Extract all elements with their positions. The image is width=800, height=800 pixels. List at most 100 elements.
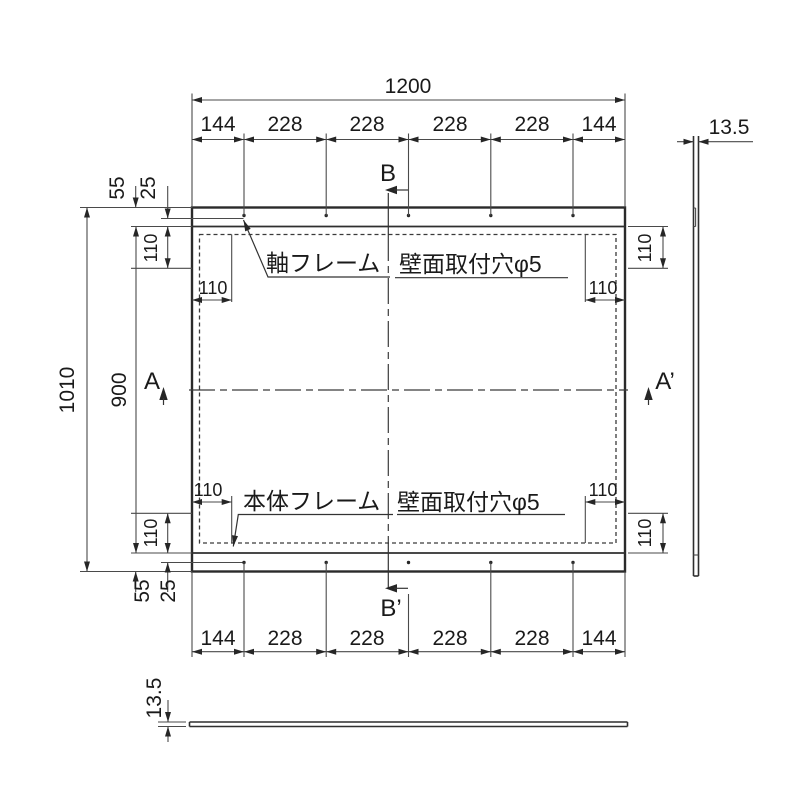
section-arrow-b-icon (385, 185, 397, 195)
dim-arrowhead-icon (221, 297, 232, 303)
label-axis-frame: 軸フレーム (266, 250, 380, 276)
leader-arrow-icon (232, 535, 238, 547)
bottom-view: 13.5 (143, 678, 629, 742)
dim-arrowhead-icon (326, 648, 337, 655)
dim-text: 110 (635, 234, 655, 263)
section-lines: A A’ B B’ (144, 160, 675, 622)
dim-text: 25 (157, 579, 180, 602)
dim-text-side-thickness: 13.5 (709, 116, 750, 139)
dim-arrowhead-icon (698, 138, 709, 145)
dim-arrowhead-icon (660, 258, 666, 269)
dim-arrowhead-icon (192, 136, 202, 143)
mount-hole-dot (406, 560, 411, 565)
side-view: 13.5 (677, 116, 753, 577)
dim-arrowhead-icon (164, 258, 171, 269)
dim-arrowhead-icon (316, 136, 327, 143)
dim-arrowhead-icon (573, 648, 583, 655)
dim-text: 110 (635, 519, 655, 548)
dim-text: 228 (349, 627, 384, 650)
dim-arrowhead-icon (408, 136, 419, 143)
section-arrow-a-icon (159, 387, 168, 400)
dim-arrowhead-icon (683, 138, 694, 145)
dim-arrowhead-icon (585, 499, 596, 505)
dim-arrowhead-icon (615, 136, 625, 143)
dim-arrowhead-icon (133, 226, 139, 237)
dim-text: 110 (199, 278, 228, 298)
dim-text: 144 (200, 627, 235, 650)
dim-arrowhead-icon (234, 648, 244, 655)
dim-arrowhead-icon (84, 561, 90, 572)
section-label-b-prime: B’ (380, 595, 401, 622)
dim-text: 25 (137, 176, 160, 199)
leader-arrow-icon (243, 220, 251, 232)
callout-labels: 軸フレーム 壁面取付穴φ5 本体フレーム 壁面取付穴φ5 (232, 219, 568, 547)
dim-text-total-width: 1200 (385, 75, 432, 98)
dim-text: 228 (432, 113, 467, 136)
dim-arrowhead-icon (563, 136, 573, 143)
dimension-arrowheads (84, 97, 709, 737)
dim-text: 110 (589, 480, 618, 500)
dim-arrowhead-icon (480, 136, 491, 143)
dim-text-bottom-thickness: 13.5 (143, 678, 166, 719)
dim-arrowhead-icon (244, 648, 254, 655)
dim-text: 144 (581, 113, 616, 136)
dim-arrowhead-icon (660, 226, 666, 237)
section-label-b: B (380, 160, 396, 187)
section-label-a-prime: A’ (655, 368, 675, 395)
dim-text: 144 (581, 627, 616, 650)
dim-arrowhead-icon (165, 712, 171, 722)
dim-arrowhead-icon (615, 97, 625, 103)
dim-arrowhead-icon (192, 297, 202, 303)
dim-arrowhead-icon (660, 513, 666, 524)
mount-hole-dots (242, 213, 575, 565)
dim-arrowhead-icon (164, 226, 171, 237)
dim-arrowhead-icon (615, 499, 625, 505)
dim-text-inner-height: 900 (108, 372, 131, 407)
dim-arrowhead-icon (615, 297, 625, 303)
dim-text: 110 (141, 234, 161, 263)
dim-arrowhead-icon (398, 136, 409, 143)
dim-arrowhead-icon (585, 297, 596, 303)
dim-arrowhead-icon (192, 648, 202, 655)
dim-text: 228 (267, 627, 302, 650)
dim-arrowhead-icon (316, 648, 327, 655)
dim-text: 110 (194, 480, 223, 500)
dim-text: 144 (200, 113, 235, 136)
dim-arrowhead-icon (615, 648, 625, 655)
dim-arrowhead-icon (133, 543, 139, 553)
dim-text: 228 (514, 627, 549, 650)
dim-arrowhead-icon (164, 543, 171, 553)
dim-arrowhead-icon (234, 136, 244, 143)
top-dimensions: 1200 144 228 228 228 228 144 (191, 75, 626, 216)
dim-arrowhead-icon (84, 207, 90, 218)
bottom-dimensions: 144 228 228 228 228 144 (191, 562, 626, 657)
dim-text: 228 (267, 113, 302, 136)
dim-arrowhead-icon (244, 136, 254, 143)
section-arrow-b-prime-icon (385, 584, 397, 593)
dim-text: 228 (432, 627, 467, 650)
label-body-frame: 本体フレーム (243, 488, 380, 514)
dim-arrowhead-icon (164, 208, 171, 219)
dim-arrowhead-icon (132, 571, 139, 582)
section-arrow-a-prime-icon (644, 387, 653, 400)
leader-axis-frame (242, 219, 390, 278)
dim-arrowhead-icon (563, 648, 573, 655)
dim-text: 110 (141, 519, 161, 548)
dim-arrowhead-icon (165, 726, 171, 737)
dim-arrowhead-icon (192, 97, 202, 103)
dim-text-overall-height: 1010 (56, 367, 79, 414)
dim-arrowhead-icon (221, 499, 232, 505)
label-wall-hole-bottom: 壁面取付穴φ5 (397, 489, 540, 515)
dim-text: 228 (349, 113, 384, 136)
dim-arrowhead-icon (480, 648, 491, 655)
dim-arrowhead-icon (326, 136, 337, 143)
dim-arrowhead-icon (573, 136, 583, 143)
board-area-dashed-outline (198, 233, 617, 544)
dim-arrowhead-icon (164, 562, 171, 573)
dim-arrowhead-icon (192, 499, 202, 505)
dim-text: 55 (131, 579, 154, 602)
section-label-a: A (144, 368, 160, 395)
dim-text: 55 (106, 176, 129, 199)
